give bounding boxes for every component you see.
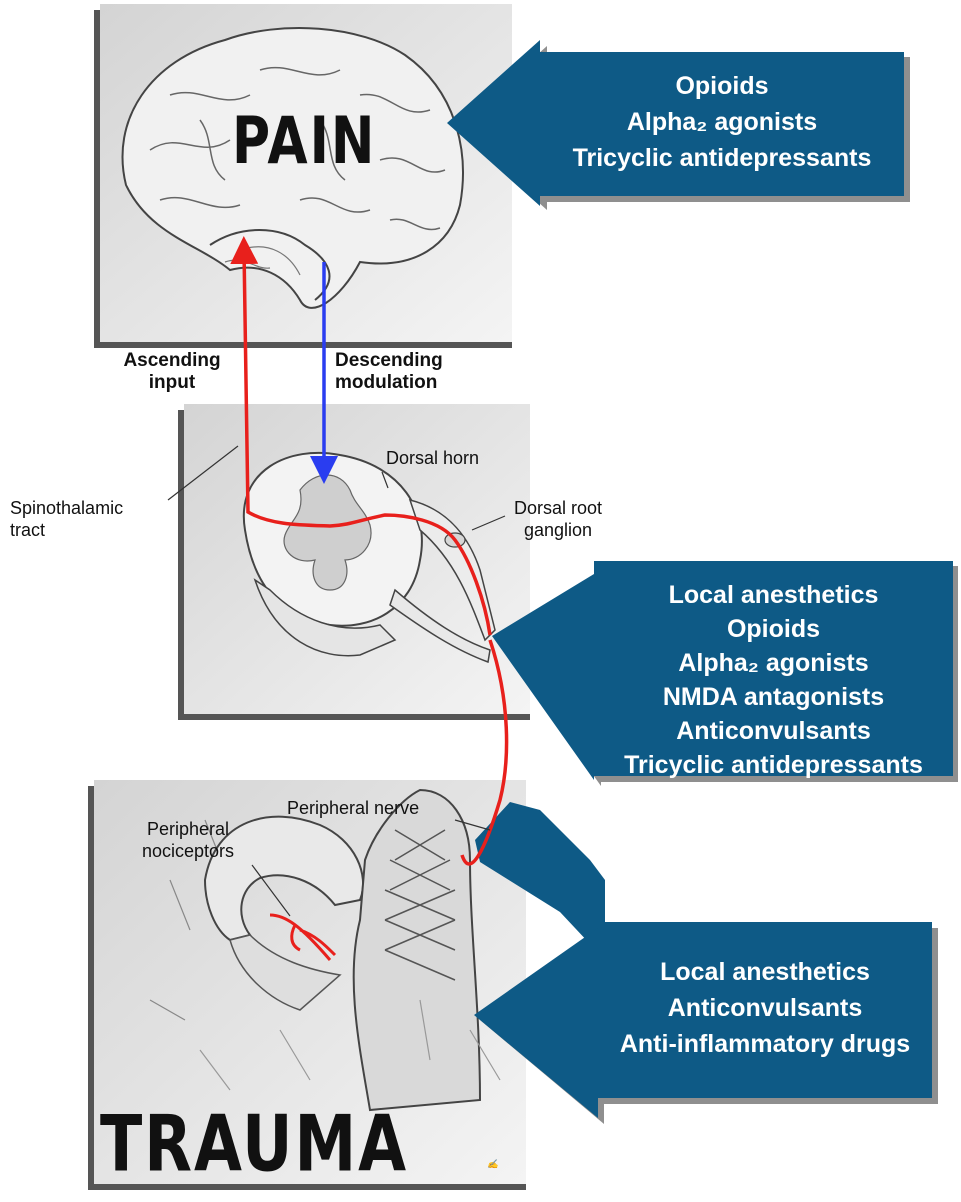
- ascending-input-label: Ascending input: [112, 350, 232, 394]
- artist-signature: ✍: [487, 1160, 498, 1170]
- spinothalamic-tract-label: Spinothalamic tract: [0, 497, 188, 541]
- drug-item: Tricyclic antidepressants: [594, 748, 953, 782]
- drug-item: NMDA antagonists: [594, 680, 953, 714]
- drug-item: Local anesthetics: [598, 954, 932, 990]
- drug-item: Tricyclic antidepressants: [540, 140, 904, 176]
- drug-item: Anticonvulsants: [594, 714, 953, 748]
- drug-item: Opioids: [540, 68, 904, 104]
- drug-item: Anticonvulsants: [598, 990, 932, 1026]
- drug-box-peripheral: [474, 735, 938, 1124]
- drug-item: Opioids: [594, 612, 953, 646]
- dorsal-horn-label: Dorsal horn: [386, 447, 479, 469]
- peripheral-nociceptors-label: Peripheral nociceptors: [118, 818, 258, 862]
- drug-item: Local anesthetics: [594, 578, 953, 612]
- peripheral-nerve-label: Peripheral nerve: [287, 797, 419, 819]
- drug-item: Alpha₂ agonists: [540, 104, 904, 140]
- pain-word: PAIN: [232, 104, 376, 179]
- drug-item: Alpha₂ agonists: [594, 646, 953, 680]
- descending-modulation-label: Descending modulation: [335, 350, 495, 394]
- dorsal-root-ganglion-label: Dorsal root ganglion: [498, 497, 618, 541]
- trauma-word: TRAUMA: [100, 1098, 408, 1189]
- drug-item: Anti-inflammatory drugs: [598, 1026, 932, 1062]
